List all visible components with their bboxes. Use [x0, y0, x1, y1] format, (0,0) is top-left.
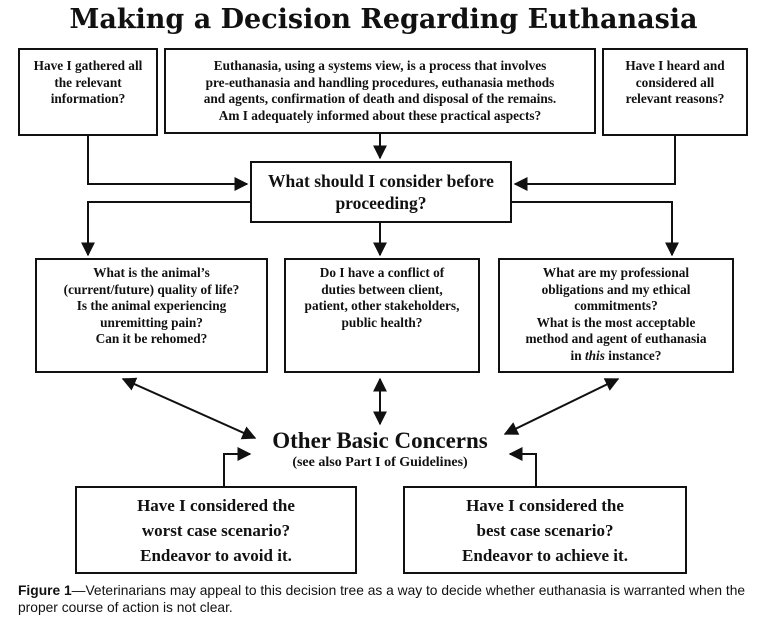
box-quality-of-life: What is the animal’s (current/future) qu…	[35, 258, 268, 373]
box-conflict-of-duties: Do I have a conflict of duties between c…	[284, 258, 480, 373]
box-line: Euthanasia, using a systems view, is a p…	[213, 58, 547, 73]
box-line: Endeavor to avoid it.	[140, 545, 292, 565]
box-line: patient, other stakeholders,	[304, 298, 460, 314]
box-line: Endeavor to achieve it.	[462, 545, 628, 565]
box-gathered-information: Have I gathered all the relevant informa…	[18, 48, 158, 136]
box-line: worst case scenario?	[141, 520, 291, 540]
concerns-subheading: (see also Part I of Guidelines)	[292, 455, 468, 470]
double-arrow-left-concerns	[121, 377, 257, 440]
text-prefix: in	[570, 347, 585, 363]
arrow-right-to-center	[513, 136, 676, 191]
box-worst-case: Have I considered the worst case scenari…	[75, 486, 357, 574]
box-consider-before-proceeding: What should I consider before proceeding…	[250, 161, 512, 223]
box-line: What is the most acceptable	[536, 314, 696, 330]
arrow-center-to-right	[512, 201, 679, 257]
box-line: (current/future) quality of life?	[63, 281, 240, 297]
figure-caption: Figure 1—Veterinarians may appeal to thi…	[18, 582, 758, 616]
box-line: What are my professional	[542, 265, 690, 280]
box-line: Do I have a conflict of	[319, 265, 445, 280]
arrow-center-to-left	[81, 201, 250, 257]
text-suffix: instance?	[604, 347, 662, 363]
box-line: the relevant	[54, 74, 122, 90]
box-systems-view: Euthanasia, using a systems view, is a p…	[164, 48, 596, 134]
box-line: Am I adequately informed about these pra…	[218, 107, 542, 123]
box-line: Can it be rehomed?	[95, 331, 208, 347]
figure-label: Figure 1	[18, 583, 72, 598]
other-basic-concerns: Other Basic Concerns (see also Part I of…	[190, 428, 570, 472]
box-line: unremitting pain?	[100, 314, 203, 330]
box-line: Have I heard and	[625, 58, 725, 73]
box-line: duties between client,	[321, 281, 443, 297]
double-arrow-right-concerns	[503, 378, 620, 435]
arrow-best-to-concerns	[508, 447, 537, 486]
box-line: method and agent of euthanasia	[525, 331, 707, 347]
box-line: considered all	[635, 74, 715, 90]
box-line: best case scenario?	[476, 520, 614, 540]
box-considered-reasons: Have I heard and considered all relevant…	[602, 48, 748, 136]
box-line: and agents, confirmation of death and di…	[203, 91, 557, 107]
box-line: obligations and my ethical	[541, 281, 691, 297]
arrow-worst-to-concerns	[223, 447, 252, 486]
box-line: information?	[50, 91, 126, 107]
arrow-left-to-center	[87, 136, 249, 191]
box-line: Have I gathered all	[33, 58, 143, 73]
box-best-case: Have I considered the best case scenario…	[403, 486, 687, 574]
box-professional-obligations: What are my professional obligations and…	[498, 258, 734, 373]
concerns-heading: Other Basic Concerns	[272, 428, 488, 453]
box-line: Is the animal experiencing	[76, 298, 227, 314]
box-line: Have I considered the	[137, 495, 295, 515]
box-line: public health?	[341, 314, 423, 330]
box-line: proceeding?	[335, 193, 427, 213]
box-line: pre-euthanasia and handling procedures, …	[205, 74, 555, 90]
figure-caption-text: —Veterinarians may appeal to this decisi…	[18, 583, 746, 615]
box-line: commitments?	[574, 298, 658, 314]
box-line: What is the animal’s	[93, 265, 210, 280]
box-line: in this instance?	[571, 348, 662, 365]
box-line: relevant reasons?	[625, 91, 725, 107]
diagram-title: Making a Decision Regarding Euthanasia	[69, 4, 698, 35]
box-line: What should I consider before	[268, 171, 494, 191]
box-line: Have I considered the	[466, 495, 624, 515]
text-emphasis: this	[584, 347, 605, 363]
